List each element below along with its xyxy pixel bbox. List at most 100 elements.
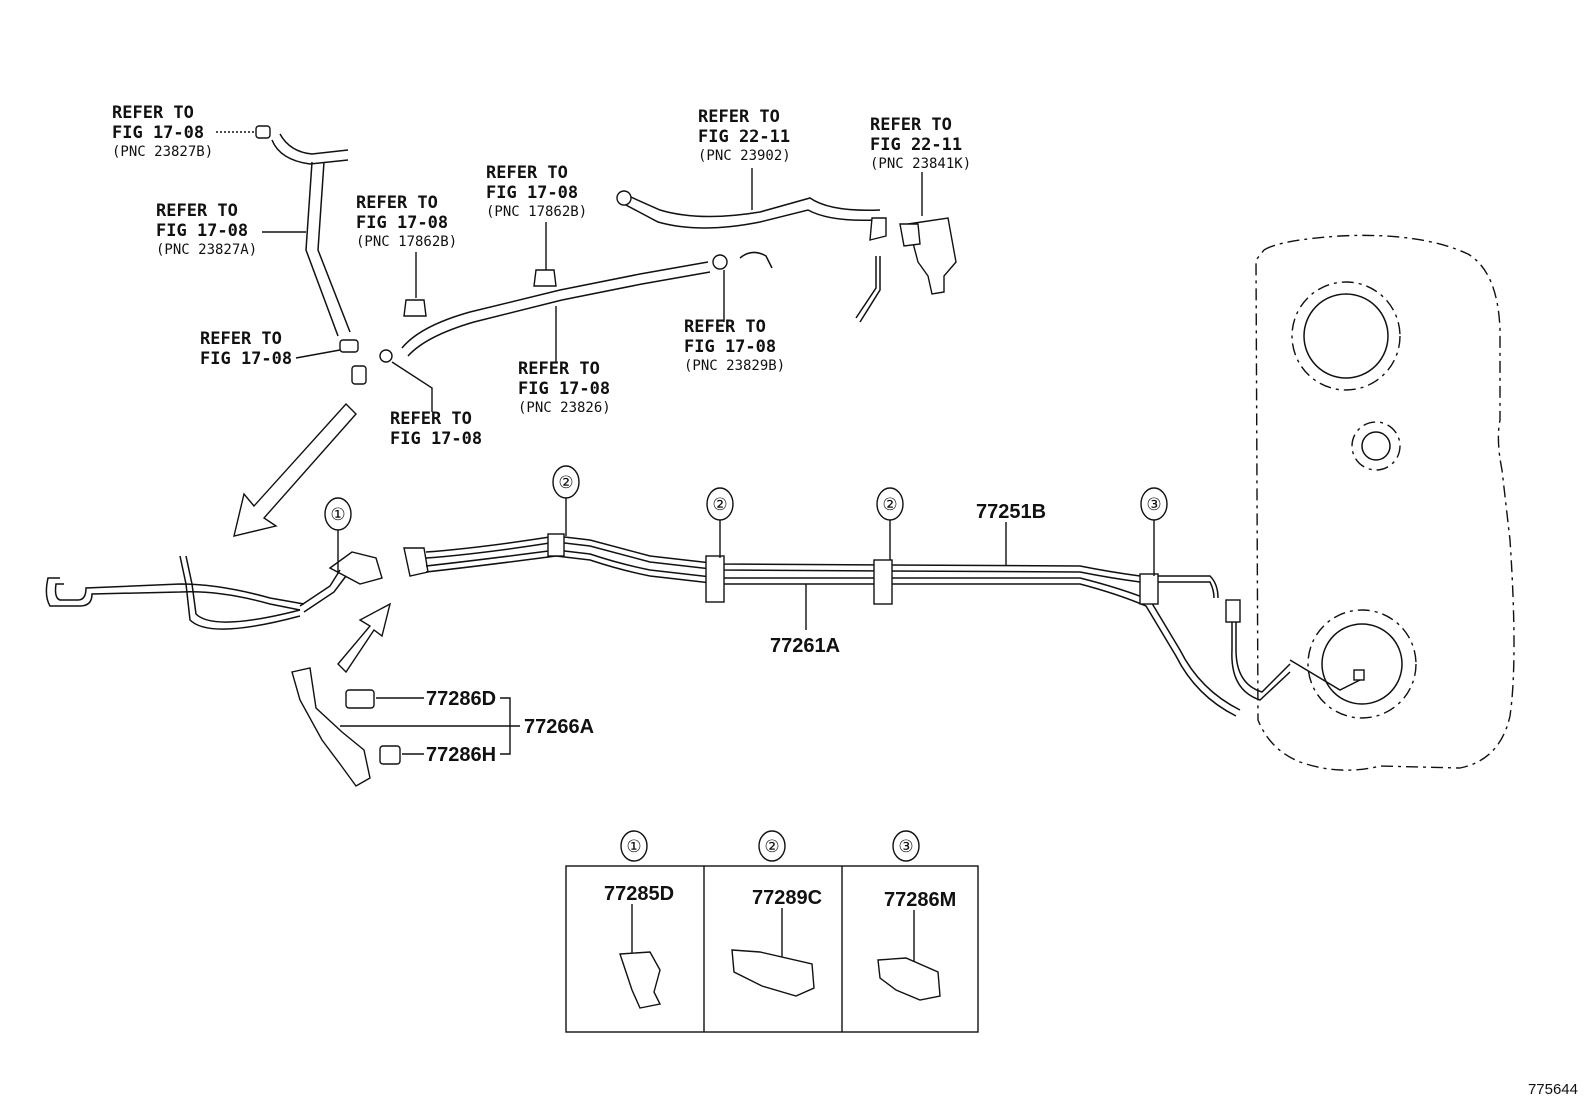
callout-3: ③ [1140,487,1168,576]
clamp-77286m-icon [877,957,941,1001]
leader-lines-upper [216,131,923,412]
ref-label-clip-right: REFER TO FIG 17-08 [390,409,482,449]
ref-pnc: (PNC 23827B) [112,144,213,160]
legend-header: ③ [898,837,913,856]
legend-header: ② [764,837,779,856]
ref-line1: REFER TO [200,329,282,349]
ref-pnc: (PNC 17862B) [356,234,457,250]
callout-2c: ② [876,487,904,560]
hose-clamp-icon [255,125,271,139]
callout-text: ② [712,495,727,514]
ref-label-23827a: REFER TO FIG 17-08 (PNC 23827A) [156,201,257,258]
ref-line1: REFER TO [486,163,568,183]
callout-text: ③ [1146,495,1161,514]
figure-id: 775644 [1528,1081,1578,1098]
ref-pnc: (PNC 23902) [698,148,791,164]
ref-line2: FIG 17-08 [112,123,204,143]
fuel-tank-outline [1255,234,1515,771]
callout-2b: ② [706,487,734,558]
callout-text: ② [882,495,897,514]
legend-part-number: 77289C [752,887,822,909]
clamp-icon [712,254,728,270]
ref-label-23841k: REFER TO FIG 22-11 (PNC 23841K) [870,115,971,172]
clip-17862b-right [533,269,557,287]
clamp-77285d-icon [619,951,662,1009]
ref-line2: FIG 22-11 [870,135,962,155]
ref-line1: REFER TO [390,409,472,429]
ref-line1: REFER TO [156,201,238,221]
legend-col-3: ③ 77286M [877,830,956,1001]
legend-part-number: 77286M [884,889,956,911]
part-label-77286d: 77286D [426,688,496,710]
ref-line2: FIG 17-08 [390,429,482,449]
ref-line1: REFER TO [356,193,438,213]
legend-col-1: ① 77285D [604,830,674,1009]
clip-icon [339,339,359,353]
ref-pnc: (PNC 23827A) [156,242,257,258]
hose-23827b [255,125,349,165]
ref-line2: FIG 17-08 [684,337,776,357]
ref-line2: FIG 17-08 [156,221,248,241]
ref-label-23829b: REFER TO FIG 17-08 (PNC 23829B) [684,317,785,374]
hose-23902 [616,190,887,323]
ref-line2: FIG 17-08 [486,183,578,203]
ref-line2: FIG 22-11 [698,127,790,147]
part-number: 77261A [770,635,840,657]
ref-label-23826: REFER TO FIG 17-08 (PNC 23826) [518,359,611,416]
valve-23841k [899,217,957,295]
hose-23826 [401,261,711,357]
clamp-77286d-icon [345,689,375,709]
ref-label-23827b: REFER TO FIG 17-08 (PNC 23827B) [112,103,213,160]
ref-line1: REFER TO [870,115,952,135]
ref-pnc: (PNC 23841K) [870,156,971,172]
callout-1: ① [324,497,352,574]
inlet-pipes [45,555,305,630]
hose-end-icon [616,190,632,206]
bracket-77266a [291,667,520,787]
fuel-filter-connector [1225,599,1291,701]
filler-neck-connectors [299,547,429,613]
tube-clamp-1 [547,533,565,557]
ref-label-17862b-right: REFER TO FIG 17-08 (PNC 17862B) [486,163,587,220]
ref-line2: FIG 17-08 [356,213,448,233]
hose-23827a [305,161,351,337]
ref-label-17862b-left: REFER TO FIG 17-08 (PNC 17862B) [356,193,457,250]
clamp-77286h-icon [379,745,401,765]
tube-77251b [425,535,1219,599]
legend-table: ① 77285D ② 77289C ③ 77286M [565,830,979,1033]
fitting-icon [1353,669,1365,681]
legend-part-number: 77285D [604,883,674,905]
ref-line1: REFER TO [112,103,194,123]
ref-line1: REFER TO [684,317,766,337]
small-arrow-icon [337,602,392,674]
clip-17862b-left [403,299,427,317]
clamp-77289c-icon [731,949,815,997]
ref-line2: FIG 17-08 [200,349,292,369]
part-label-77266a: 77266A [524,716,594,738]
part-number: 77286D [426,688,496,710]
part-label-77261a: 77261A [770,584,840,657]
ref-pnc: (PNC 17862B) [486,204,587,220]
direction-arrow-icon [233,402,357,537]
tube-clamp-2b [873,559,893,605]
clamp-icon [705,555,725,603]
clamp-icon [1139,573,1159,605]
tube-clamp-3 [1139,573,1159,605]
legend-header: ① [626,837,641,856]
fitting-icon [351,365,367,385]
callout-text: ① [330,505,345,524]
part-number: 77266A [524,716,594,738]
clamp-23829b [712,251,773,270]
clamp-icon [873,559,893,605]
part-label-77251b: 77251B [976,501,1046,566]
tube-clamp-2a [705,555,725,603]
clamp-icon [547,533,565,557]
clip-and-fitting-left [339,339,393,385]
tube-77261a [425,549,1241,717]
ref-label-clip-left: REFER TO FIG 17-08 [200,329,292,369]
ref-line1: REFER TO [698,107,780,127]
part-number: 77286H [426,744,496,766]
clamp-icon [379,349,393,363]
callout-2a: ② [552,465,580,536]
